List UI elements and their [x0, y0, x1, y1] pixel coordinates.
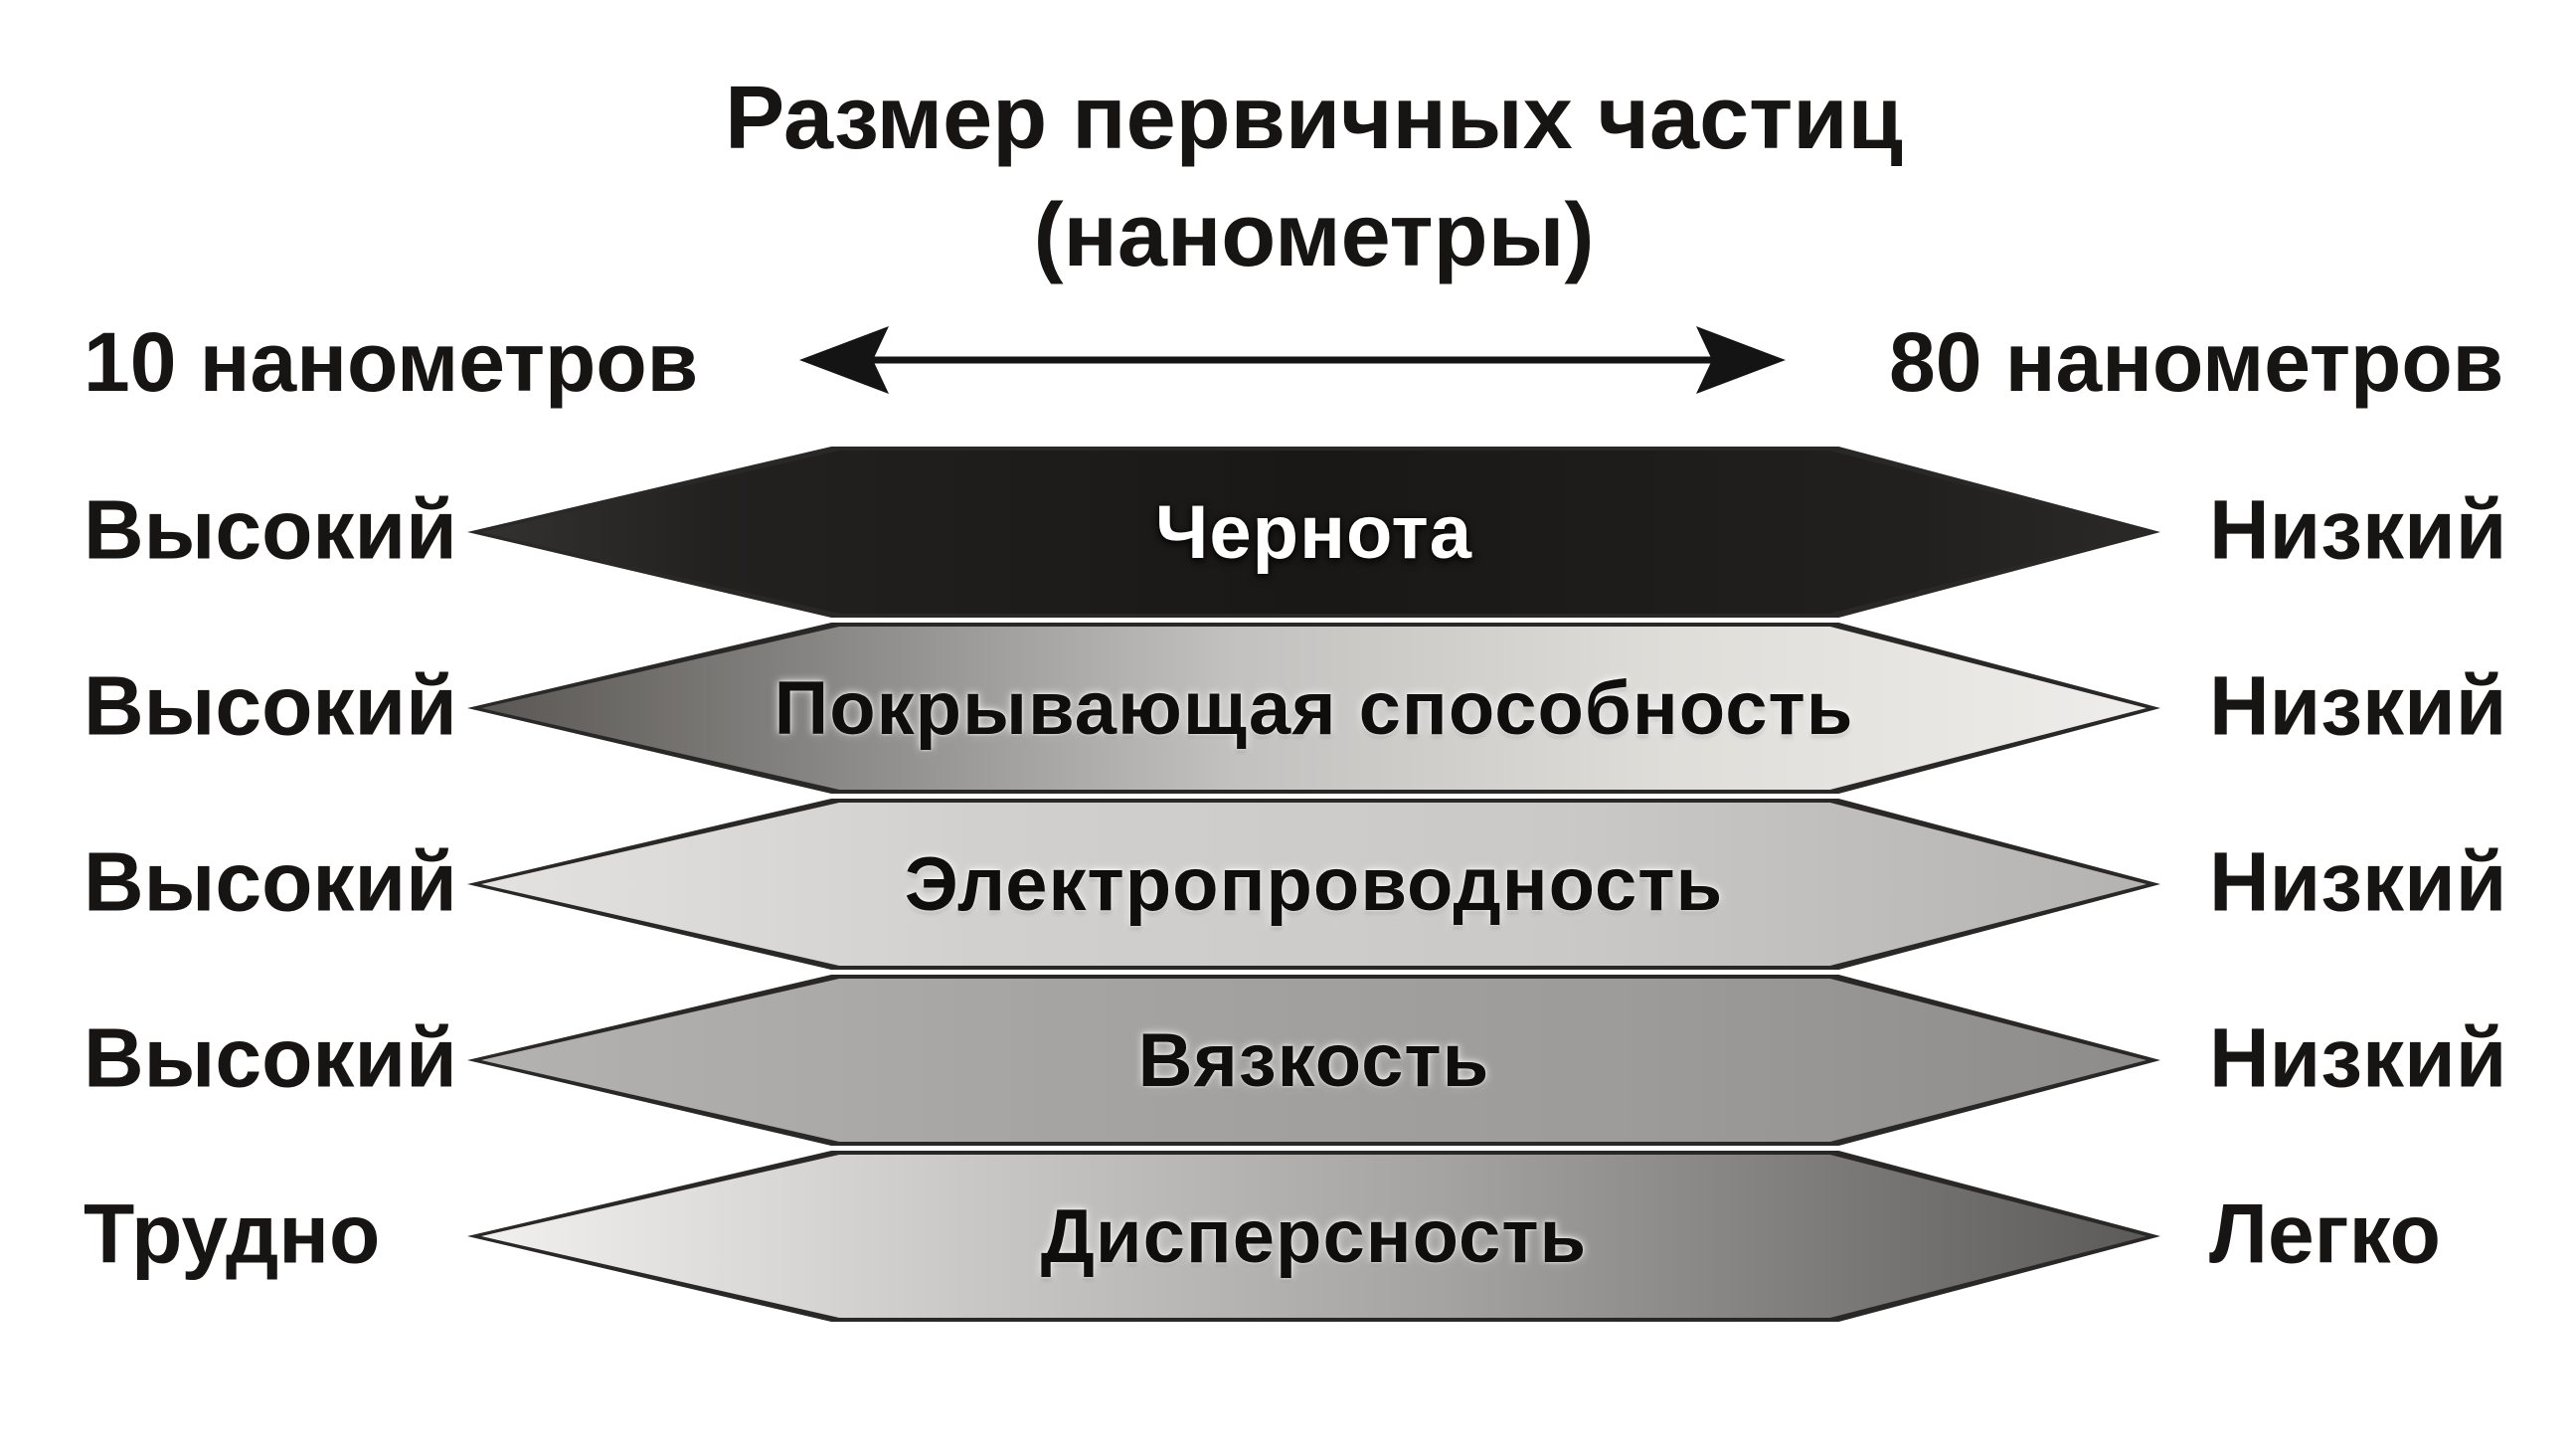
- diagram-title: Размер первичных частиц (нанометры): [467, 60, 2160, 294]
- diagram-title-line2: (нанометры): [1033, 186, 1595, 285]
- band-shape: Вязкость: [467, 975, 2160, 1146]
- band-right-value: Низкий: [2209, 482, 2507, 577]
- band-row-conductivity: Высокий Электропроводность Низкий: [0, 799, 2576, 970]
- band-row-dispersibility: Трудно Дисперсность Легко: [0, 1151, 2576, 1322]
- band-fill: [481, 451, 2147, 614]
- band-title: Покрывающая способность: [773, 665, 1854, 751]
- band-left-value: Высокий: [84, 482, 457, 577]
- band-right-value: Низкий: [2209, 658, 2507, 753]
- band-title: Дисперсность: [1040, 1193, 1588, 1279]
- band-row-covering-power: Высокий Покрывающая способность Низкий: [0, 623, 2576, 794]
- scale-min-label: 10 нанометров: [84, 315, 699, 409]
- band-right-value: Низкий: [2209, 1010, 2507, 1105]
- band-fill: [481, 979, 2147, 1142]
- band-fill: [481, 1155, 2147, 1318]
- band-shape: Покрывающая способность: [467, 623, 2160, 794]
- band-row-blackness: Высокий Чернота Низкий: [0, 447, 2576, 618]
- band-fill: [481, 627, 2147, 790]
- scale-max-label: 80 нанометров: [1889, 315, 2504, 409]
- right-arrowhead-icon: [1696, 326, 1786, 394]
- band-right-value: Низкий: [2209, 834, 2507, 929]
- band-left-value: Высокий: [84, 658, 457, 753]
- band-shape: Электропроводность: [467, 799, 2160, 970]
- left-arrowhead-icon: [799, 326, 889, 394]
- band-left-value: Высокий: [84, 834, 457, 929]
- band-left-value: Высокий: [84, 1010, 457, 1105]
- band-shape: Дисперсность: [467, 1151, 2160, 1322]
- band-left-value: Трудно: [84, 1186, 381, 1281]
- diagram-title-line1: Размер первичных частиц: [725, 69, 1903, 168]
- band-title: Электропроводность: [904, 841, 1724, 927]
- band-title: Чернота: [1154, 489, 1472, 575]
- band-row-viscosity: Высокий Вязкость Низкий: [0, 975, 2576, 1146]
- size-range-arrow: [799, 326, 1786, 394]
- band-right-value: Легко: [2209, 1186, 2441, 1281]
- band-title: Вязкость: [1137, 1017, 1490, 1103]
- band-fill: [481, 803, 2147, 966]
- band-shape: Чернота: [467, 447, 2160, 618]
